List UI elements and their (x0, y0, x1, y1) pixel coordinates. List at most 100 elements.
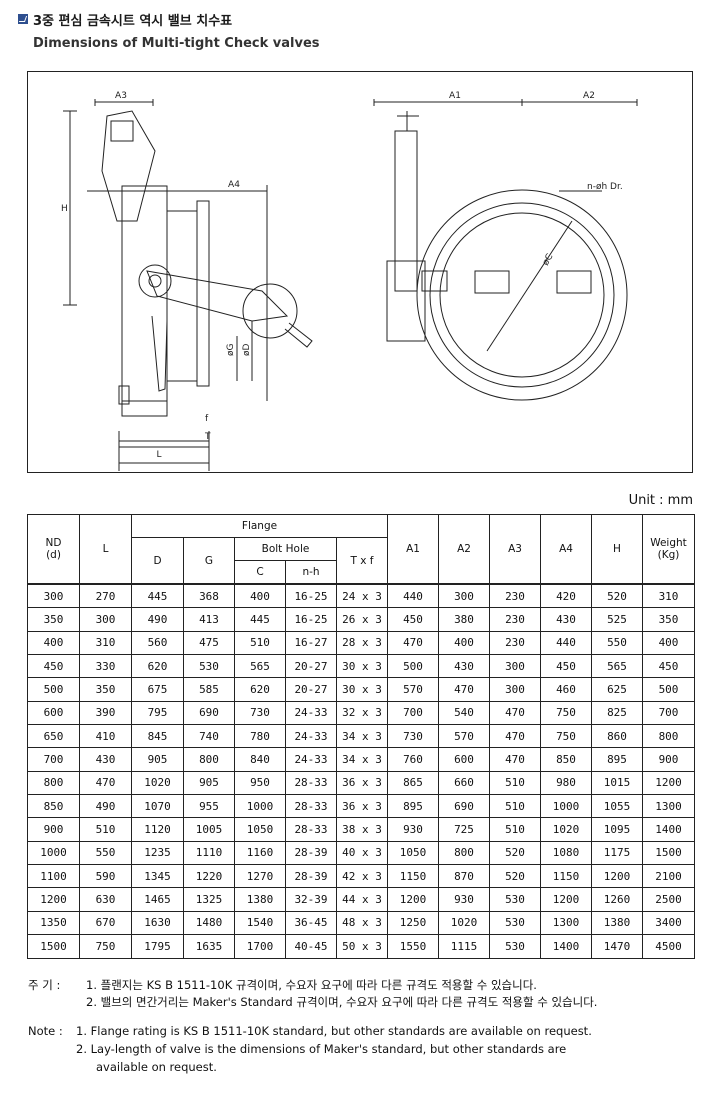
table-cell: 825 (591, 700, 643, 726)
table-cell: 42 x 3 (336, 864, 388, 889)
table-cell: 1200 (591, 864, 643, 889)
table-cell: 800 (642, 724, 695, 749)
header-a1: A1 (387, 514, 439, 585)
table-cell: 1795 (131, 934, 184, 959)
table-cell: 510 (79, 817, 132, 842)
table-cell: 1345 (131, 864, 184, 889)
table-cell: 1050 (234, 817, 286, 842)
label-a4: A4 (228, 180, 240, 190)
table-cell: 460 (540, 677, 592, 702)
table-cell: 905 (183, 770, 235, 796)
label-f: f (205, 414, 209, 424)
table-cell: 1200 (387, 887, 439, 912)
table-cell: 530 (489, 934, 541, 959)
table-cell: 1270 (234, 864, 286, 889)
table-cell: 1020 (540, 817, 592, 842)
table-cell: 1115 (438, 934, 490, 959)
table-cell: 570 (387, 677, 439, 702)
label-a1: A1 (449, 91, 461, 101)
table-cell: 490 (79, 794, 132, 819)
note-en-1: 1. Flange rating is KS B 1511-10K standa… (76, 1024, 592, 1038)
table-cell: 1150 (387, 864, 439, 889)
table-cell: 510 (489, 794, 541, 819)
table-cell: 1100 (27, 864, 80, 889)
table-cell: 40-45 (285, 934, 337, 959)
table-cell: 620 (131, 654, 184, 679)
table-cell: 400 (642, 630, 695, 656)
table-cell: 650 (27, 724, 80, 749)
table-cell: 420 (540, 583, 592, 609)
table-cell: 470 (489, 747, 541, 772)
table-cell: 28-39 (285, 864, 337, 889)
table-cell: 530 (183, 654, 235, 679)
header-nh: n-h (285, 560, 337, 585)
table-cell: 24-33 (285, 700, 337, 726)
table-cell: 520 (591, 583, 643, 609)
table-cell: 700 (642, 700, 695, 726)
dimensions-table: ND(d) L Flange A1 A2 A3 A4 H Weight(Kg) … (27, 514, 695, 959)
table-cell: 860 (591, 724, 643, 749)
table-cell: 470 (489, 724, 541, 749)
table-cell: 1095 (591, 817, 643, 842)
table-cell: 800 (183, 747, 235, 772)
table-cell: 955 (183, 794, 235, 819)
table-cell: 1635 (183, 934, 235, 959)
table-cell: 24-33 (285, 724, 337, 749)
table-cell: 700 (387, 700, 439, 726)
header-nd: ND(d) (27, 514, 80, 585)
table-cell: 1000 (540, 794, 592, 819)
table-cell: 930 (387, 817, 439, 842)
table-cell: 980 (540, 770, 592, 796)
table-cell: 44 x 3 (336, 887, 388, 912)
table-cell: 475 (183, 630, 235, 656)
table-cell: 500 (387, 654, 439, 679)
table-cell: 350 (642, 607, 695, 632)
table-cell: 1400 (540, 934, 592, 959)
header-g: G (183, 537, 235, 585)
table-cell: 26 x 3 (336, 607, 388, 632)
table-cell: 585 (183, 677, 235, 702)
table-cell: 38 x 3 (336, 817, 388, 842)
table-cell: 34 x 3 (336, 747, 388, 772)
table-cell: 400 (27, 630, 80, 656)
table-cell: 450 (387, 607, 439, 632)
table-cell: 845 (131, 724, 184, 749)
notes-kr-label: 주 기 : (28, 978, 61, 992)
table-cell: 565 (591, 654, 643, 679)
table-cell: 930 (438, 887, 490, 912)
table-cell: 34 x 3 (336, 724, 388, 749)
table-cell: 36 x 3 (336, 770, 388, 796)
table-cell: 450 (642, 654, 695, 679)
table-cell: 20-27 (285, 677, 337, 702)
table-cell: 450 (27, 654, 80, 679)
table-cell: 1350 (27, 910, 80, 936)
table-cell: 550 (591, 630, 643, 656)
table-cell: 230 (489, 607, 541, 632)
table-cell: 2500 (642, 887, 695, 912)
table-cell: 410 (79, 724, 132, 749)
table-cell: 900 (642, 747, 695, 772)
header-h: H (591, 514, 643, 585)
table-cell: 850 (27, 794, 80, 819)
table-cell: 28-33 (285, 817, 337, 842)
table-cell: 1540 (234, 910, 286, 936)
table-cell: 36-45 (285, 910, 337, 936)
table-cell: 32-39 (285, 887, 337, 912)
table-cell: 1110 (183, 840, 235, 866)
note-kr-1: 1. 플랜지는 KS B 1511-10K 규격이며, 수요자 요구에 따라 다… (86, 978, 537, 992)
table-cell: 700 (27, 747, 80, 772)
table-cell: 440 (540, 630, 592, 656)
label-a3: A3 (115, 91, 127, 101)
table-cell: 270 (79, 583, 132, 609)
table-cell: 24 x 3 (336, 583, 388, 609)
table-cell: 36 x 3 (336, 794, 388, 819)
table-cell: 1260 (591, 887, 643, 912)
table-cell: 800 (27, 770, 80, 796)
label-phi-d: øD (242, 343, 252, 356)
table-cell: 28 x 3 (336, 630, 388, 656)
table-cell: 470 (79, 770, 132, 796)
